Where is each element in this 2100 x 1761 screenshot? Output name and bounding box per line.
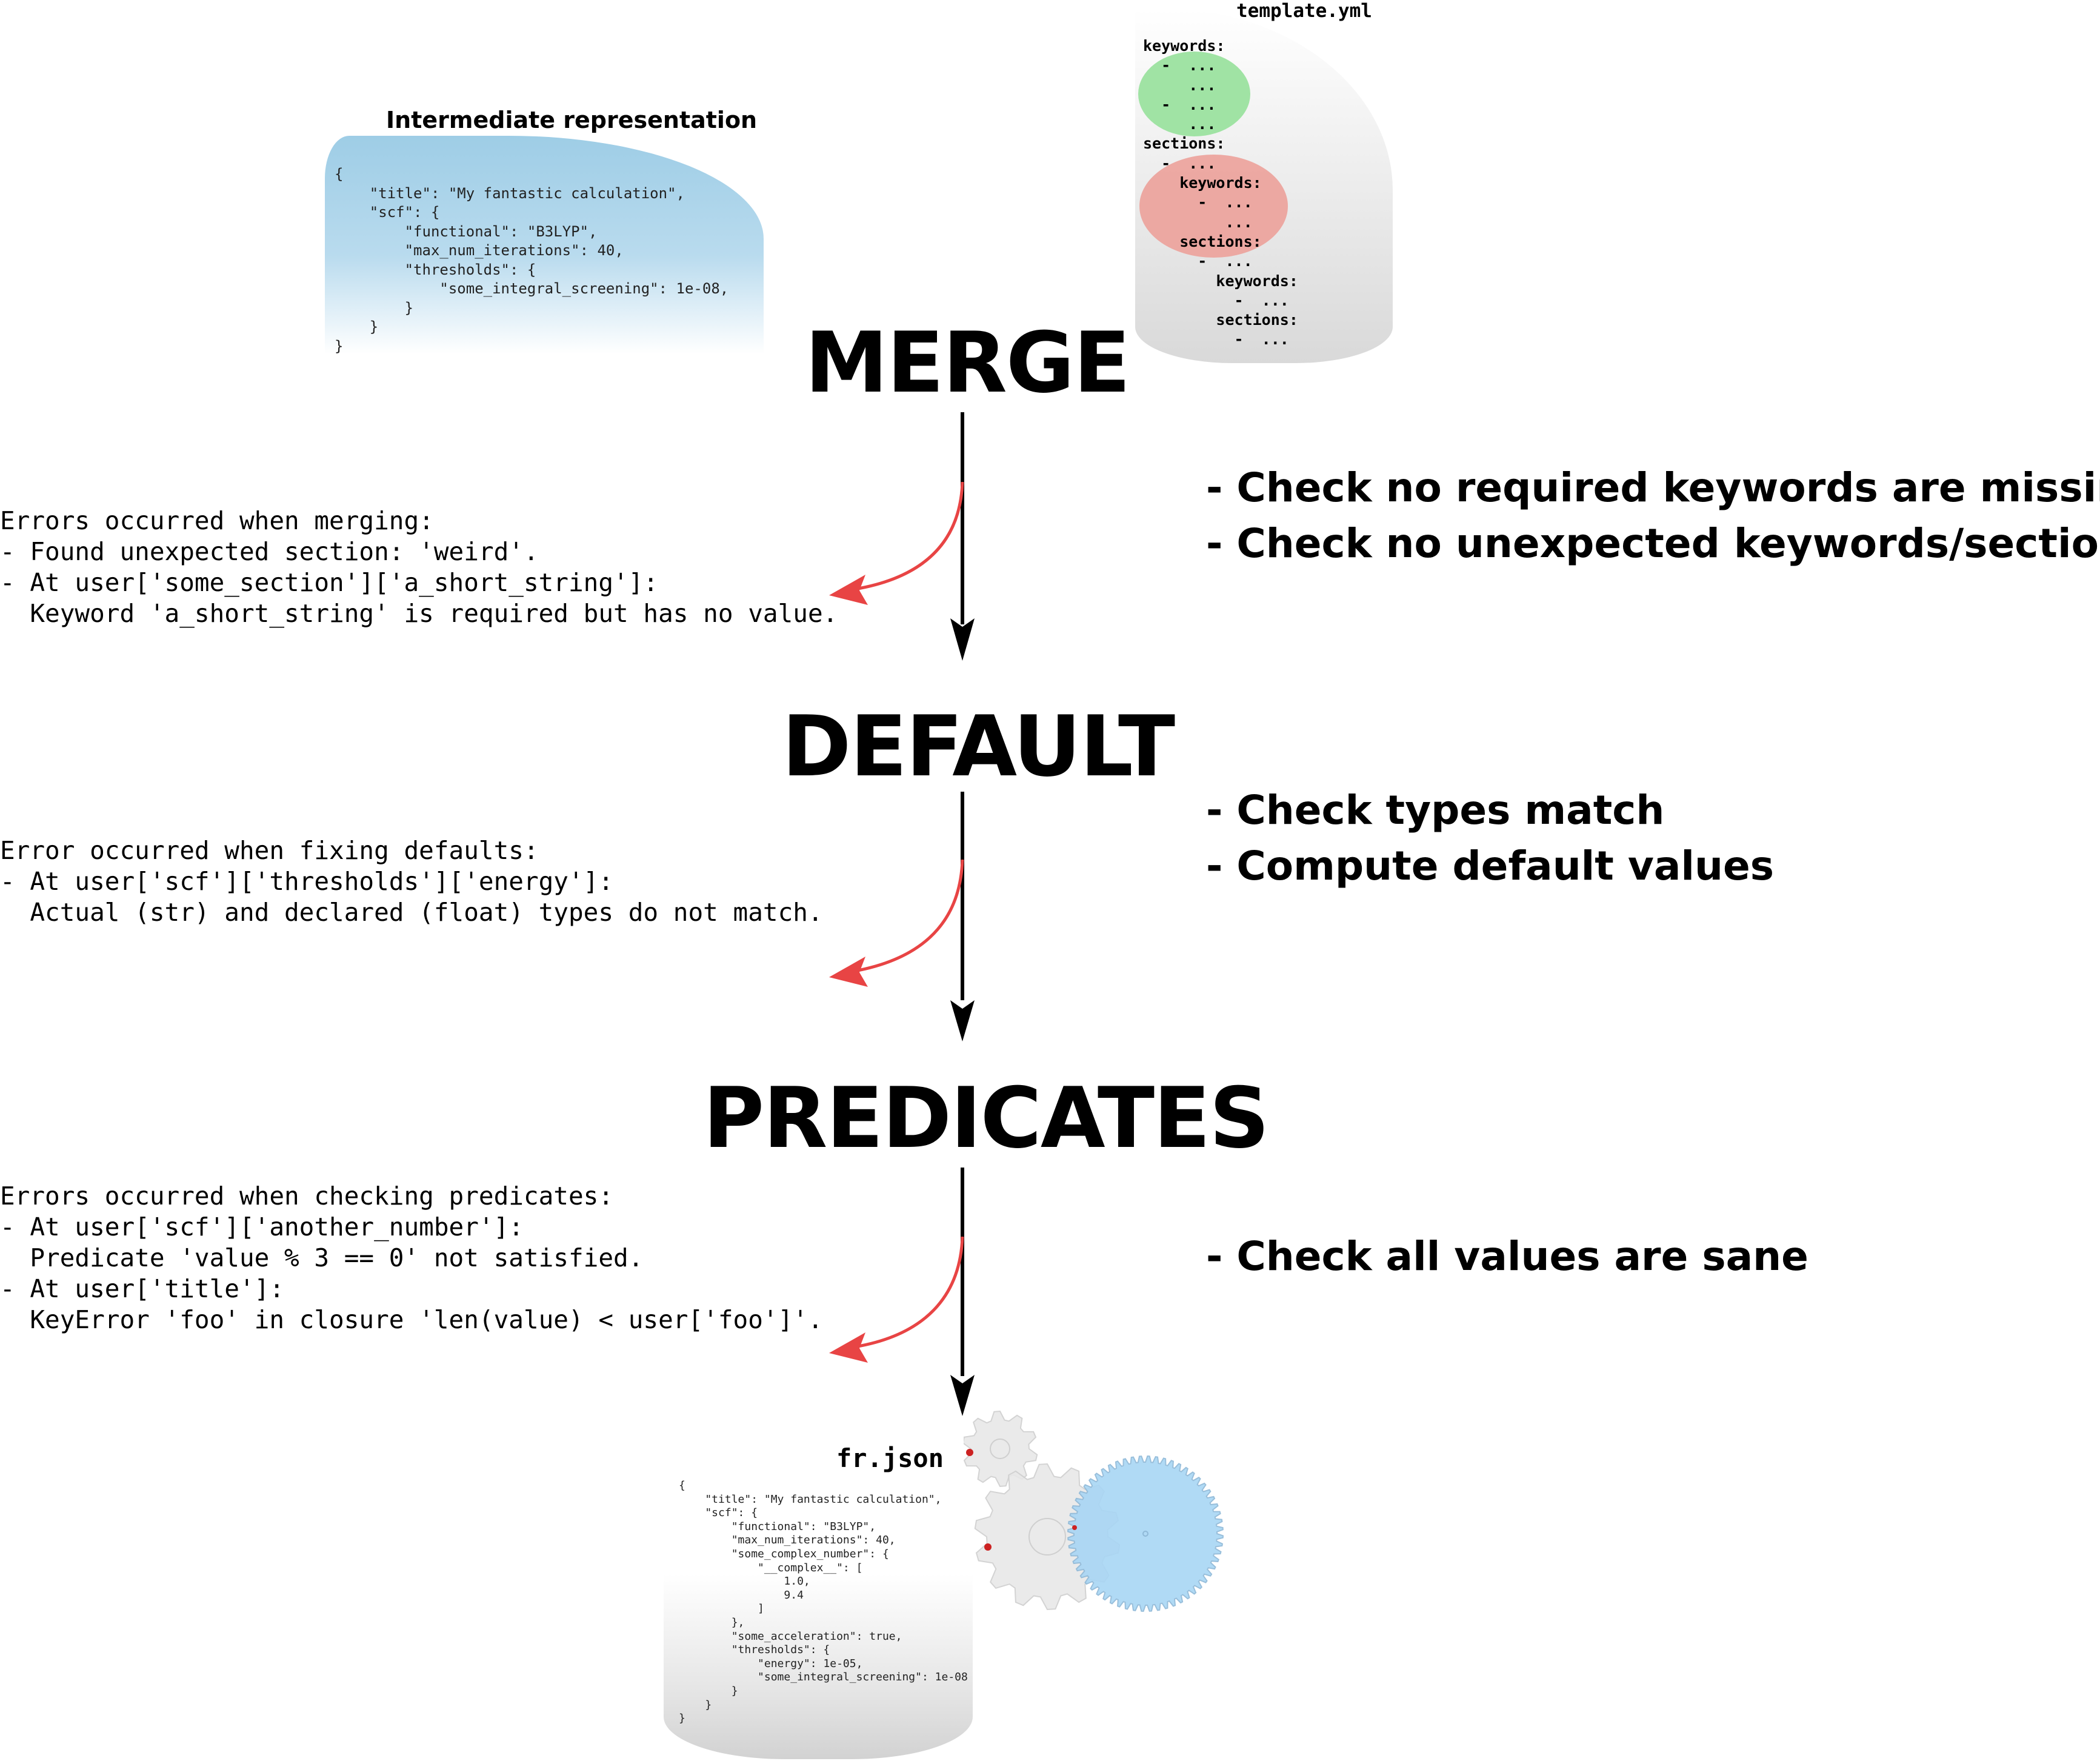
gear-pin-icon — [984, 1543, 992, 1551]
default-check-types: - Check types match — [1206, 787, 1665, 834]
predicates-stage-title: PREDICATES — [703, 1069, 1270, 1167]
merge-errors: Errors occurred when merging: - Found un… — [0, 506, 838, 628]
gears-icon — [964, 1410, 1224, 1612]
merge-stage-title: MERGE — [805, 314, 1130, 412]
keywords-highlight — [1138, 52, 1250, 136]
predicates-to-output-arrow — [950, 1168, 975, 1416]
predicates-errors: Errors occurred when checking predicates… — [0, 1181, 823, 1334]
template-yml-code: keywords: - ... ... - ... ... sections: … — [1143, 37, 1298, 349]
fr-json-code: { "title": "My fantastic calculation", "… — [679, 1479, 968, 1725]
fr-json-background — [664, 1474, 973, 1759]
fr-json-title: fr.json — [836, 1443, 944, 1473]
gear-pin-icon — [966, 1449, 973, 1456]
small-gear-icon — [964, 1410, 1038, 1488]
blue-gear-icon — [1067, 1455, 1224, 1612]
predicates-check-sane: - Check all values are sane — [1206, 1233, 1808, 1280]
default-errors: Error occurred when fixing defaults: - A… — [0, 836, 823, 927]
template-yml-title: template.yml — [1236, 0, 1372, 22]
merge-check-unexpected: - Check no unexpected keywords/sections — [1206, 520, 2100, 567]
intermediate-representation-code: { "title": "My fantastic calculation", "… — [335, 165, 729, 355]
gear-pin-icon — [1072, 1525, 1077, 1530]
default-to-predicates-arrow — [950, 792, 975, 1041]
predicates-error-arrow — [829, 1236, 964, 1363]
merge-error-arrow — [829, 481, 964, 605]
default-stage-title: DEFAULT — [782, 698, 1175, 795]
default-check-compute: - Compute default values — [1206, 843, 1775, 889]
default-error-arrow — [829, 859, 964, 987]
merge-check-required: - Check no required keywords are missing — [1206, 464, 2100, 511]
sections-highlight — [1139, 155, 1288, 258]
intermediate-representation-background — [325, 136, 764, 354]
merge-to-default-arrow — [950, 412, 975, 661]
intermediate-representation-title: Intermediate representation — [386, 107, 758, 133]
